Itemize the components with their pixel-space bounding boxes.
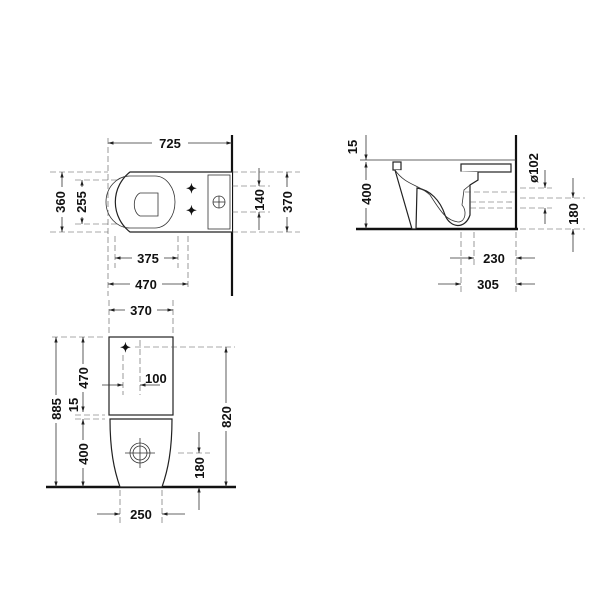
tank-outline xyxy=(207,174,231,230)
front-view: ✦ 370 885 470 15 400 100 xyxy=(46,300,236,525)
fixing-point-icon: ✦ xyxy=(186,181,197,196)
dim-180-front: 180 xyxy=(192,457,207,479)
dim-180-side: 180 xyxy=(566,203,581,225)
dim-100: 100 xyxy=(145,371,167,386)
dim-140: 140 xyxy=(252,189,267,211)
dim-230: 230 xyxy=(483,251,505,266)
flush-button-icon: ✦ xyxy=(120,340,131,355)
dim-885: 885 xyxy=(49,398,64,420)
dim-305: 305 xyxy=(477,277,499,292)
dim-400-front: 400 xyxy=(76,443,91,465)
fixing-point-icon: ✦ xyxy=(186,203,197,218)
dim-375: 375 xyxy=(137,251,159,266)
dim-250: 250 xyxy=(130,507,152,522)
dim-255: 255 xyxy=(74,191,89,213)
dim-outlet-diameter: ø102 xyxy=(526,153,541,183)
dim-360: 360 xyxy=(53,191,68,213)
dim-400-side: 400 xyxy=(359,183,374,205)
bowl-section xyxy=(394,169,479,230)
dim-470-front: 470 xyxy=(76,367,91,389)
cistern xyxy=(108,336,174,416)
dim-15-front: 15 xyxy=(66,398,81,412)
dim-370-front: 370 xyxy=(130,303,152,318)
bowl-outline xyxy=(114,171,232,233)
seat-inner xyxy=(105,175,176,229)
dim-725: 725 xyxy=(159,136,181,151)
dim-15-side: 15 xyxy=(345,140,360,154)
side-view: 15 400 ø102 180 230 305 xyxy=(345,135,585,295)
dim-820: 820 xyxy=(219,406,234,428)
dim-370-top: 370 xyxy=(280,191,295,213)
dim-470-top: 470 xyxy=(135,277,157,292)
seat-opening xyxy=(133,192,159,217)
top-view: ✦ ✦ 725 360 255 375 470 14 xyxy=(50,134,300,296)
